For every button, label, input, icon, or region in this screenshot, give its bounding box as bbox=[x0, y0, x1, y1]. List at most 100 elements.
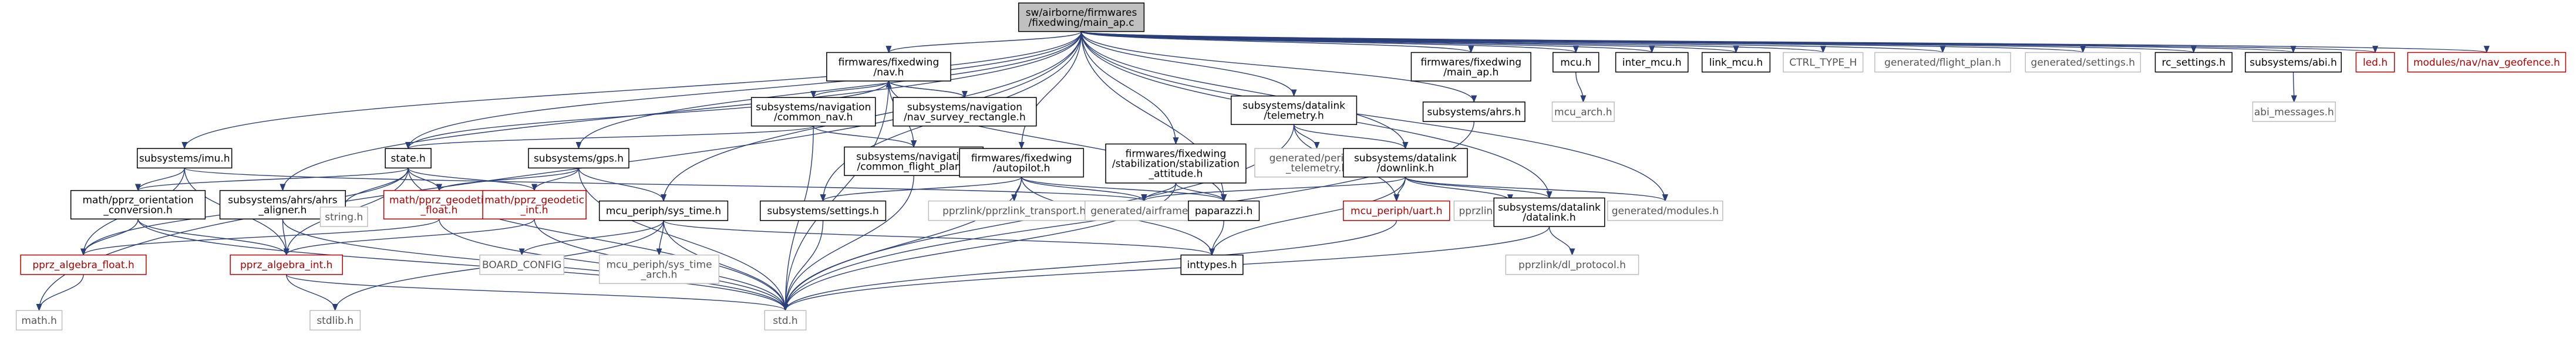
node-orient-box bbox=[70, 190, 206, 220]
node-algfloat[interactable]: pprz_algebra_float.h bbox=[20, 254, 147, 275]
node-telemetry[interactable]: subsystems/datalink/telemetry.h bbox=[1230, 95, 1358, 125]
node-ahrs[interactable]: subsystems/ahrs.h bbox=[1422, 102, 1526, 122]
node-stab[interactable]: firmwares/fixedwing/stabilization/stabil… bbox=[1105, 143, 1247, 184]
node-commonnav[interactable]: subsystems/navigation/common_nav.h bbox=[750, 97, 876, 127]
node-state[interactable]: state.h bbox=[385, 148, 432, 169]
node-pprzlinktrans: pprzlink/pprzlink_transport.h bbox=[928, 200, 1100, 221]
node-mcuh-label: mcu.h bbox=[1560, 57, 1591, 69]
node-geofence[interactable]: modules/nav/nav_geofence.h bbox=[2407, 52, 2567, 73]
node-intermcu[interactable]: inter_mcu.h bbox=[1615, 52, 1689, 73]
node-downlink-box bbox=[1343, 148, 1468, 178]
edge-root-to-rcsettings bbox=[1080, 31, 2196, 53]
node-algint[interactable]: pprz_algebra_int.h bbox=[230, 254, 344, 275]
graph-nodes: sw/airborne/firmwares/fixedwing/main_ap.… bbox=[15, 2, 2567, 331]
node-uart[interactable]: mcu_periph/uart.h bbox=[1343, 200, 1450, 221]
node-geofence-box bbox=[2407, 52, 2567, 73]
node-linkmcu-box bbox=[1701, 52, 1771, 73]
node-stdlib-label: stdlib.h bbox=[316, 315, 353, 327]
node-geodint-label: _int.h bbox=[520, 204, 548, 216]
node-fwmain-label: /main_ap.h bbox=[1443, 66, 1499, 78]
node-state-label: state.h bbox=[391, 153, 426, 165]
node-datalink-label: /datalink.h bbox=[1523, 212, 1575, 224]
node-orient[interactable]: math/pprz_orientation_conversion.h bbox=[70, 190, 206, 220]
node-abi[interactable]: subsystems/abi.h bbox=[2245, 52, 2342, 73]
node-stab-box bbox=[1105, 143, 1247, 184]
node-led[interactable]: led.h bbox=[2355, 52, 2395, 73]
node-mathh: math.h bbox=[15, 310, 63, 331]
node-geodfloat-label: _float.h bbox=[420, 204, 457, 216]
node-systimearch-box bbox=[598, 254, 720, 284]
node-datalink[interactable]: subsystems/datalink/datalink.h bbox=[1493, 197, 1605, 227]
edge-imu-to-airframe bbox=[184, 167, 1147, 202]
node-downlink[interactable]: subsystems/datalink/downlink.h bbox=[1343, 148, 1468, 178]
node-rcsettings[interactable]: rc_settings.h bbox=[2154, 52, 2232, 73]
edge-paparazzi-to-inttypes bbox=[1208, 220, 1224, 256]
node-flightplan: generated/flight_plan.h bbox=[1874, 52, 2011, 73]
node-periodic-label: generated/periodic bbox=[1270, 153, 1365, 164]
node-paparazzi-label: paparazzi.h bbox=[1195, 205, 1253, 217]
node-nav-label: /nav.h bbox=[874, 66, 904, 78]
node-geodfloat-label: math/pprz_geodetic bbox=[389, 194, 489, 206]
edge-navsurvey-to-nav bbox=[885, 80, 965, 98]
edge-geodfloat-to-algfloat bbox=[80, 218, 440, 256]
node-stab-label: _attitude.h bbox=[1149, 168, 1203, 180]
node-flightplan-label: generated/flight_plan.h bbox=[1884, 57, 2001, 69]
node-mcuarch: mcu_arch.h bbox=[1551, 102, 1615, 122]
node-root-label: sw/airborne/firmwares bbox=[1026, 7, 1137, 19]
edge-datalink-to-dlproto bbox=[1548, 226, 1575, 256]
node-mcuh[interactable]: mcu.h bbox=[1553, 52, 1600, 73]
edge-mcuh-to-mcuarch bbox=[1575, 72, 1587, 103]
edge-algint-to-stdint bbox=[286, 274, 789, 312]
edge-root-to-autopilot bbox=[1018, 31, 1082, 150]
node-led-box bbox=[2355, 52, 2395, 73]
node-gps[interactable]: subsystems/gps.h bbox=[528, 148, 629, 169]
node-root-box bbox=[1018, 2, 1145, 32]
edge-systime-to-inttypes bbox=[663, 220, 1215, 256]
node-inttypes[interactable]: inttypes.h bbox=[1180, 254, 1244, 275]
node-ctrltype-label: CTRL_TYPE_H bbox=[1789, 57, 1857, 69]
node-navsurvey[interactable]: subsystems/navigation/nav_survey_rectang… bbox=[893, 97, 1037, 127]
node-imu[interactable]: subsystems/imu.h bbox=[137, 148, 233, 169]
node-uart-box bbox=[1343, 200, 1450, 221]
edge-imu-to-orient bbox=[135, 168, 185, 191]
node-airframe: generated/airframe.h bbox=[1085, 200, 1204, 221]
node-systimearch-label: _arch.h bbox=[641, 269, 678, 280]
node-fwmain[interactable]: firmwares/fixedwing/main_ap.h bbox=[1410, 52, 1531, 82]
node-paparazzi[interactable]: paparazzi.h bbox=[1188, 200, 1260, 221]
edge-orient-to-algint bbox=[137, 219, 289, 256]
node-subsettings-box bbox=[759, 200, 887, 221]
node-geofence-label: modules/nav/nav_geofence.h bbox=[2413, 57, 2560, 69]
node-periodic-label: _telemetry.h bbox=[1285, 163, 1348, 174]
edge-root-to-nav bbox=[885, 31, 1082, 53]
node-telemetry-label: /telemetry.h bbox=[1264, 110, 1324, 121]
node-autopilot[interactable]: firmwares/fixedwing/autopilot.h bbox=[959, 148, 1085, 178]
edge-state-to-orient bbox=[135, 167, 409, 191]
node-gensettings-label: generated/settings.h bbox=[2031, 57, 2136, 69]
node-navsurvey-label: /nav_survey_rectangle.h bbox=[904, 111, 1026, 123]
node-commonfp-label: subsystems/navigation bbox=[856, 151, 971, 163]
node-root[interactable]: sw/airborne/firmwares/fixedwing/main_ap.… bbox=[1018, 2, 1145, 32]
edge-root-to-stab bbox=[1080, 31, 1179, 145]
node-ctrltype-box bbox=[1783, 52, 1864, 73]
node-commonnav-label: /common_nav.h bbox=[774, 111, 853, 123]
node-dlproto-box bbox=[1505, 254, 1639, 275]
edge-nav-to-state bbox=[405, 80, 890, 150]
node-linkmcu[interactable]: link_mcu.h bbox=[1701, 52, 1771, 73]
node-string-box bbox=[319, 207, 368, 227]
node-nav-box bbox=[826, 52, 951, 82]
edge-root-to-fwmain bbox=[1080, 31, 1474, 53]
node-systime[interactable]: mcu_periph/sys_time.h bbox=[598, 200, 729, 221]
node-orient-label: _conversion.h bbox=[103, 204, 172, 216]
node-mathh-label: math.h bbox=[21, 315, 57, 327]
node-subsettings[interactable]: subsystems/settings.h bbox=[759, 200, 887, 221]
node-string: string.h bbox=[319, 207, 368, 227]
node-ctrltype: CTRL_TYPE_H bbox=[1783, 52, 1864, 73]
node-gps-box bbox=[528, 148, 629, 169]
node-systimearch: mcu_periph/sys_time_arch.h bbox=[598, 254, 720, 284]
edge-root-to-ahrsalign bbox=[280, 31, 1082, 191]
node-geodfloat[interactable]: math/pprz_geodetic_float.h bbox=[383, 190, 495, 220]
node-geodint[interactable]: math/pprz_geodetic_int.h bbox=[482, 190, 587, 220]
node-geodint-box bbox=[482, 190, 587, 220]
node-nav[interactable]: firmwares/fixedwing/nav.h bbox=[826, 52, 951, 82]
node-ahrs-label: subsystems/ahrs.h bbox=[1427, 106, 1521, 118]
